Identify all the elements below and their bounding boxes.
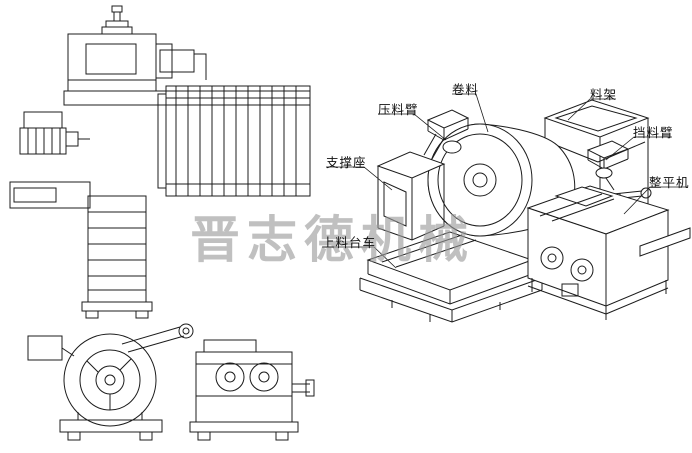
- leader-leveler: [623, 186, 688, 215]
- leader-loading-cart: [322, 246, 397, 269]
- screw-jack: [101, 5, 133, 35]
- label-coil: 卷料: [452, 82, 480, 97]
- leader-support-base: [326, 166, 393, 191]
- stop-arm: [586, 140, 630, 191]
- leader-coil: [452, 93, 489, 133]
- leader-pressing-arm: [378, 113, 447, 141]
- loading-cart: [359, 231, 543, 323]
- isometric-view-drawing: [359, 99, 691, 323]
- label-support-base: 支撑座: [326, 155, 367, 170]
- label-loading-cart: 上料台车: [322, 235, 377, 250]
- support-column: [81, 195, 153, 319]
- mandrel-drum: [157, 85, 311, 197]
- pressing-arm: [423, 109, 470, 160]
- label-stop-arm: 挡料臂: [633, 125, 674, 140]
- support-base: [376, 151, 446, 241]
- side-coil: [63, 333, 157, 427]
- side-bracket: [27, 335, 75, 361]
- leader-rack: [567, 98, 616, 121]
- front-view-drawing: [9, 5, 311, 319]
- left-arm: [9, 181, 91, 209]
- side-leveler: [189, 339, 315, 441]
- side-view-drawing: [27, 323, 315, 441]
- label-rack: 料架: [590, 87, 618, 102]
- motor-assembly: [19, 111, 90, 155]
- label-leveler: 整平机: [649, 175, 690, 190]
- head-box: [67, 33, 207, 92]
- leveling-machine: [526, 185, 691, 320]
- pedestal: [59, 412, 163, 441]
- pivot-arm: [121, 323, 194, 353]
- leader-lines: [322, 93, 688, 269]
- label-pressing-arm: 压料臂: [378, 102, 419, 117]
- leader-stop-arm: [605, 136, 672, 161]
